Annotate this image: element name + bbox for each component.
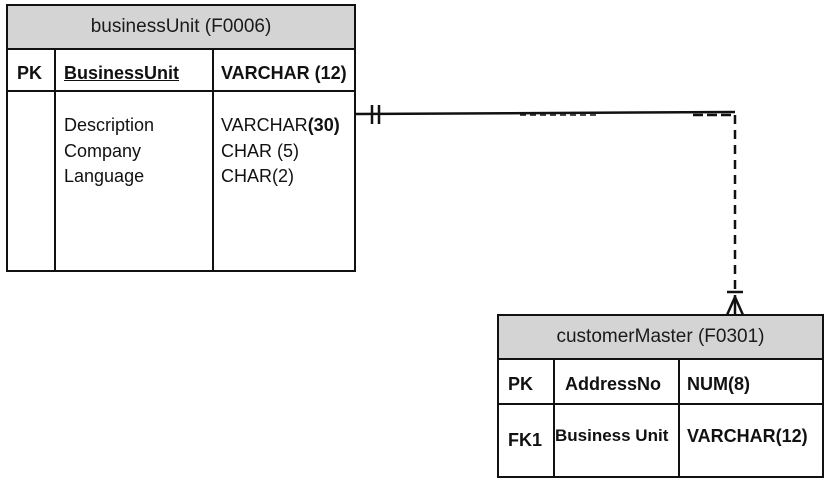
entity-title: customerMaster (F0301) [499, 316, 822, 360]
pk-field-name: AddressNo [565, 374, 662, 394]
entity-title: businessUnit (F0006) [8, 6, 354, 50]
attribute-types: VARCHAR(30) CHAR (5) CHAR(2) [221, 113, 340, 190]
fk-field-name: Business Unit [555, 426, 669, 445]
entity-title-text: customerMaster (F0301) [556, 326, 765, 347]
pk-field-type: VARCHAR (12) [221, 63, 347, 83]
pk-label: PK [508, 374, 534, 394]
attribute-names: Description Company Language [64, 113, 154, 190]
column-divider-key [553, 360, 555, 476]
attribute-name: Company [64, 140, 142, 161]
pk-field-name: BusinessUnit [64, 63, 180, 83]
attribute-type: CHAR (5) [221, 140, 300, 161]
fk-label: FK1 [508, 430, 543, 450]
entity-customer-master: customerMaster (F0301) PK AddressNo NUM(… [497, 314, 824, 478]
pk-field-type: NUM(8) [687, 374, 750, 394]
crowfoot-left [725, 296, 737, 316]
column-divider-key [54, 50, 56, 270]
attribute-type: CHAR(2) [221, 166, 295, 186]
relationship-solid-segment [354, 110, 736, 116]
pk-label: PK [17, 63, 43, 83]
column-divider-type [678, 360, 680, 476]
fk-field-type: VARCHAR(12) [687, 426, 808, 446]
row-divider [8, 90, 354, 92]
attribute-name: Language [64, 166, 145, 186]
column-divider-type [212, 50, 214, 270]
entity-title-text: businessUnit (F0006) [90, 16, 272, 37]
attribute-type: VARCHAR(30) [221, 115, 340, 135]
attribute-name: Description [64, 115, 155, 135]
crowfoot-right [733, 296, 745, 316]
entity-business-unit: businessUnit (F0006) PK BusinessUnit VAR… [6, 4, 356, 272]
row-divider [499, 403, 822, 405]
